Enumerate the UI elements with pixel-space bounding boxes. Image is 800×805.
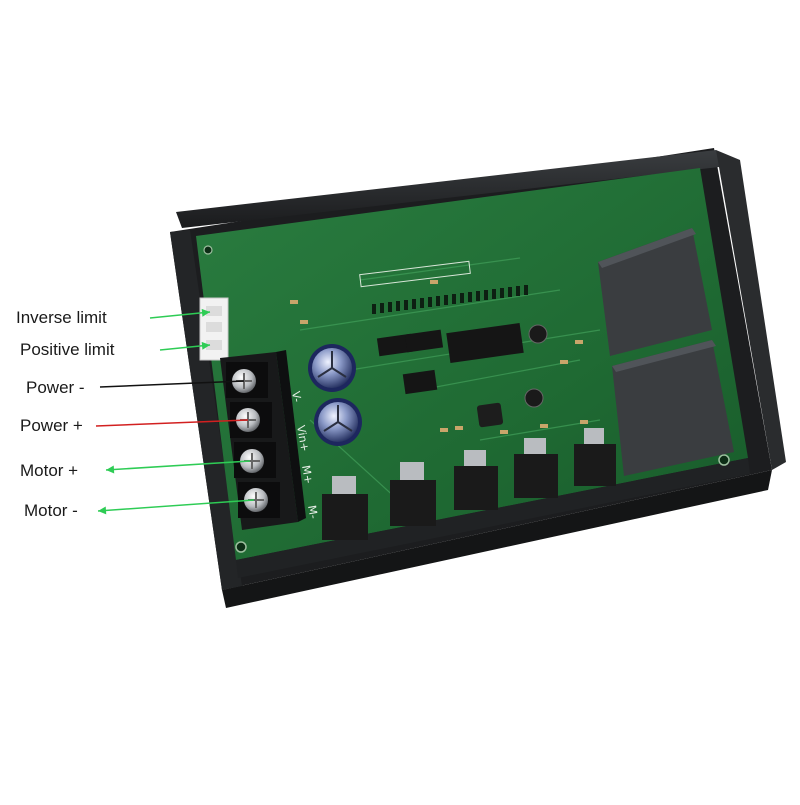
- label-inverse-limit: Inverse limit: [16, 308, 107, 327]
- ic-chip: [376, 333, 414, 357]
- inductor: [476, 402, 504, 428]
- mosfet: [454, 450, 498, 510]
- microcontroller-chip: [446, 322, 524, 364]
- mounting-hole: [203, 245, 213, 255]
- callout-line-motor_minus: [97, 499, 255, 512]
- label-power-plus: Power +: [20, 416, 83, 435]
- mosfet-row: [322, 428, 616, 540]
- callout-line-positive_limit: [159, 344, 211, 351]
- mounting-hole: [235, 541, 247, 553]
- callout-line-inverse_limit: [149, 311, 211, 319]
- terminal-marking: M-: [305, 504, 320, 520]
- small-capacitor: [528, 324, 548, 344]
- ic-chip: [402, 369, 438, 395]
- small-capacitor: [524, 388, 544, 408]
- label-power-minus: Power -: [26, 378, 85, 397]
- pcb-board: V- Vin+ M+ M-: [196, 168, 750, 578]
- label-positive-limit: Positive limit: [20, 340, 115, 359]
- bulk-capacitor-2: [314, 398, 362, 446]
- mosfet: [514, 438, 558, 498]
- callout-arrowhead-inverse_limit: [201, 308, 210, 317]
- terminal-screw: [226, 362, 268, 398]
- terminal-marking: V-: [289, 390, 304, 403]
- mounting-hole: [718, 454, 730, 466]
- terminal-screw: [234, 442, 276, 478]
- mosfet: [390, 462, 436, 526]
- relay-2: [612, 340, 734, 476]
- label-motor-minus: Motor -: [24, 501, 78, 520]
- callout-lines: [95, 308, 255, 515]
- pin-header: [372, 285, 528, 314]
- bulk-capacitor-1: [308, 344, 356, 392]
- mosfet: [574, 428, 616, 486]
- relay-1: [598, 228, 712, 356]
- terminal-marking: Vin+: [294, 424, 311, 452]
- callout-arrowhead-positive_limit: [201, 341, 210, 350]
- terminal-block: [220, 350, 306, 530]
- ic-chip: [404, 329, 444, 353]
- callout-line-motor_plus: [105, 460, 251, 471]
- terminal-marking: M+: [299, 464, 315, 485]
- limit-connector: [199, 297, 229, 361]
- mosfet: [322, 476, 368, 540]
- label-motor-plus: Motor +: [20, 461, 79, 480]
- callout-line-power_plus: [95, 419, 249, 427]
- callout-line-power_minus: [99, 380, 245, 388]
- callout-arrowhead-motor_minus: [98, 506, 107, 515]
- callout-arrowhead-motor_plus: [106, 465, 115, 474]
